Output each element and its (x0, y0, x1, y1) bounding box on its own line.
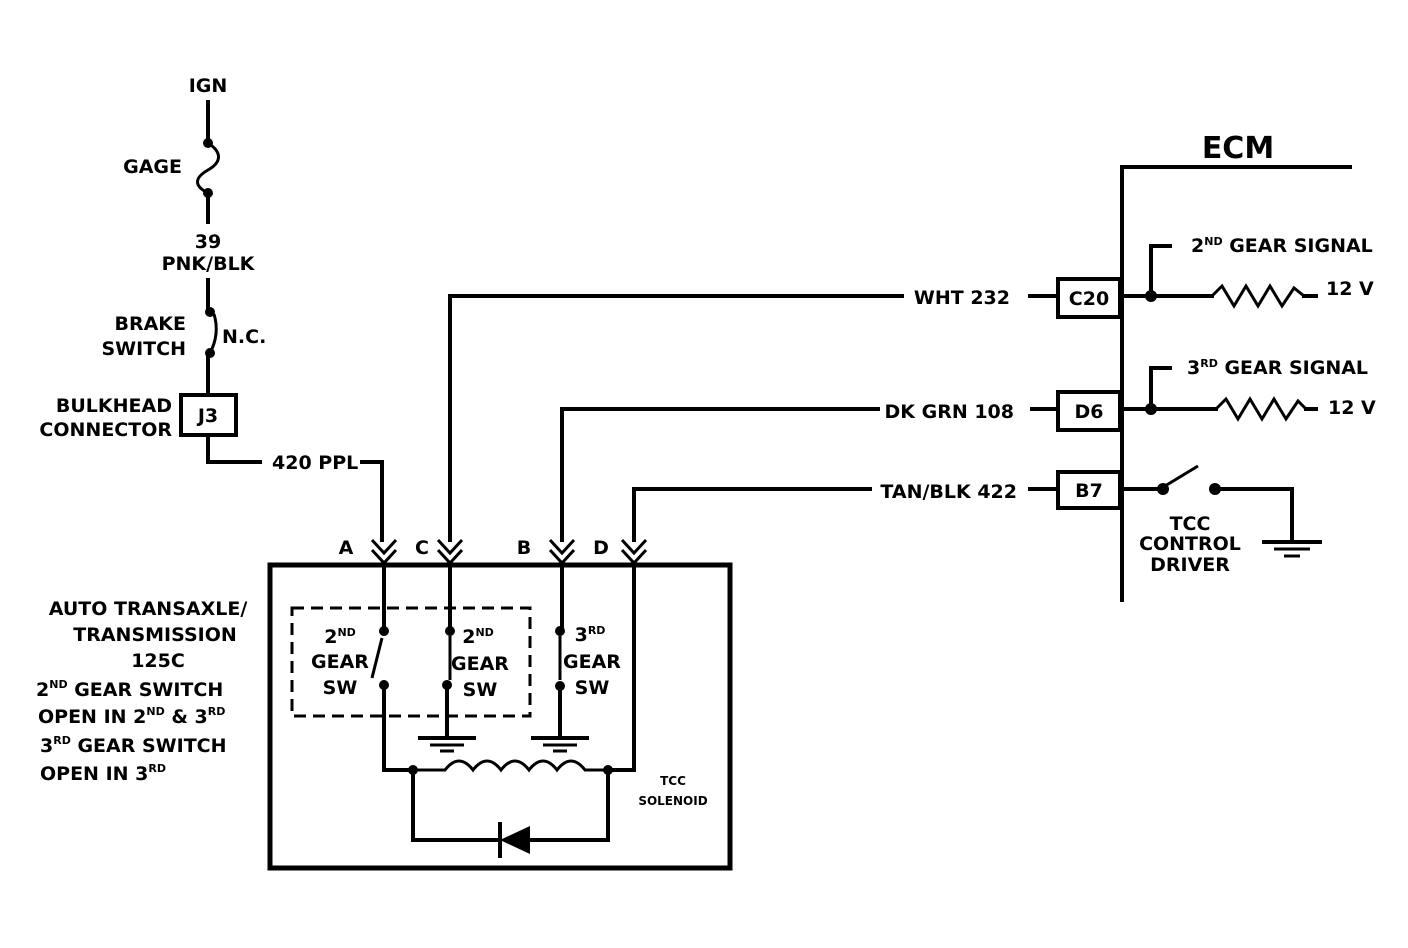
brake-switch-label: SWITCH (101, 338, 186, 360)
trans-title-1: AUTO TRANSAXLE/ (49, 598, 248, 620)
switch-3-gear: GEAR (563, 651, 621, 673)
ppl-label: 420 PPL (272, 452, 358, 474)
second-gear-switch-group (290, 606, 532, 718)
c20-label: C20 (1069, 288, 1109, 310)
gage-fuse-icon (196, 141, 220, 195)
trans-note-1: 2ND GEAR SWITCH (36, 678, 223, 701)
connector-label: CONNECTOR (39, 419, 172, 441)
second-gear-12v-label: 12 V (1326, 278, 1374, 300)
switch-2-gear: GEAR (451, 653, 509, 675)
brake-switch (205, 278, 218, 397)
wire-39-label: 39 (195, 231, 221, 253)
transaxle-housing (267, 562, 733, 871)
wire-tan-blk-422 (632, 487, 872, 542)
brake-label: BRAKE (114, 313, 186, 335)
ground-icon (1262, 540, 1322, 558)
switch-2-number: 2ND (462, 626, 494, 648)
trans-title-2: TRANSMISSION (73, 624, 237, 646)
diode-icon (411, 768, 610, 858)
tcc-driver-label-1: TCC (1170, 513, 1211, 535)
j3-label: J3 (196, 405, 218, 427)
ecm-title: ECM (1202, 131, 1274, 166)
ignition-feed (196, 100, 220, 224)
ground-icon (418, 736, 476, 753)
pin-c-label: C (415, 537, 429, 559)
switch-2-sw: SW (463, 679, 498, 701)
gage-label: GAGE (123, 156, 182, 178)
trans-note-3: 3RD GEAR SWITCH (40, 734, 227, 757)
dk-grn-108-label: DK GRN 108 (884, 401, 1014, 423)
pin-d-connector-icon (620, 538, 648, 566)
tcc-driver-label-3: DRIVER (1150, 554, 1230, 576)
pin-a-label: A (339, 537, 354, 559)
switch-3-number: 3RD (575, 624, 606, 646)
resistor-icon (1214, 396, 1308, 422)
b7-label: B7 (1075, 480, 1103, 502)
wht-232-label: WHT 232 (914, 287, 1010, 309)
bulkhead-label: BULKHEAD (56, 395, 172, 417)
tcc-driver-switch-blade (1164, 464, 1199, 488)
tcc-solenoid-label-2: SOLENOID (638, 794, 707, 808)
switch-3-sw: SW (575, 677, 610, 699)
switch-1-sw: SW (323, 677, 358, 699)
trans-title-3: 125C (131, 650, 185, 672)
pin-b-label: B (517, 537, 531, 559)
third-gear-12v-label: 12 V (1328, 397, 1376, 419)
wire-wht-232 (448, 294, 904, 542)
pin-a-connector-icon (370, 538, 398, 566)
ground-icon (531, 736, 589, 753)
ecm-boundary (1120, 165, 1352, 602)
switch-1-gear: GEAR (311, 651, 369, 673)
third-gear-signal-label: 3RD GEAR SIGNAL (1187, 357, 1368, 379)
tan-blk-422-label: TAN/BLK 422 (880, 481, 1017, 503)
tcc-solenoid-coil-icon (408, 759, 613, 775)
second-gear-signal-label: 2ND GEAR SIGNAL (1191, 235, 1373, 257)
pin-b-connector-icon (548, 538, 576, 566)
nc-label: N.C. (222, 326, 266, 348)
wire-420-ppl-drop (360, 460, 384, 542)
wire-39-color-label: PNK/BLK (162, 253, 256, 275)
wire-420-ppl (206, 433, 262, 464)
second-gear-switch-1-blade (370, 637, 384, 679)
trans-note-4: OPEN IN 3RD (40, 762, 166, 785)
d6-label: D6 (1075, 401, 1104, 423)
tcc-driver-label-2: CONTROL (1139, 533, 1241, 555)
resistor-icon (1210, 283, 1305, 309)
trans-note-2: OPEN IN 2ND & 3RD (38, 705, 225, 728)
switch-1-number: 2ND (324, 626, 356, 648)
tcc-solenoid-label-1: TCC (660, 774, 686, 788)
wire-dk-grn-108 (560, 407, 880, 542)
pin-c-connector-icon (436, 538, 464, 566)
ign-label: IGN (189, 75, 228, 97)
pin-d-label: D (593, 537, 609, 559)
